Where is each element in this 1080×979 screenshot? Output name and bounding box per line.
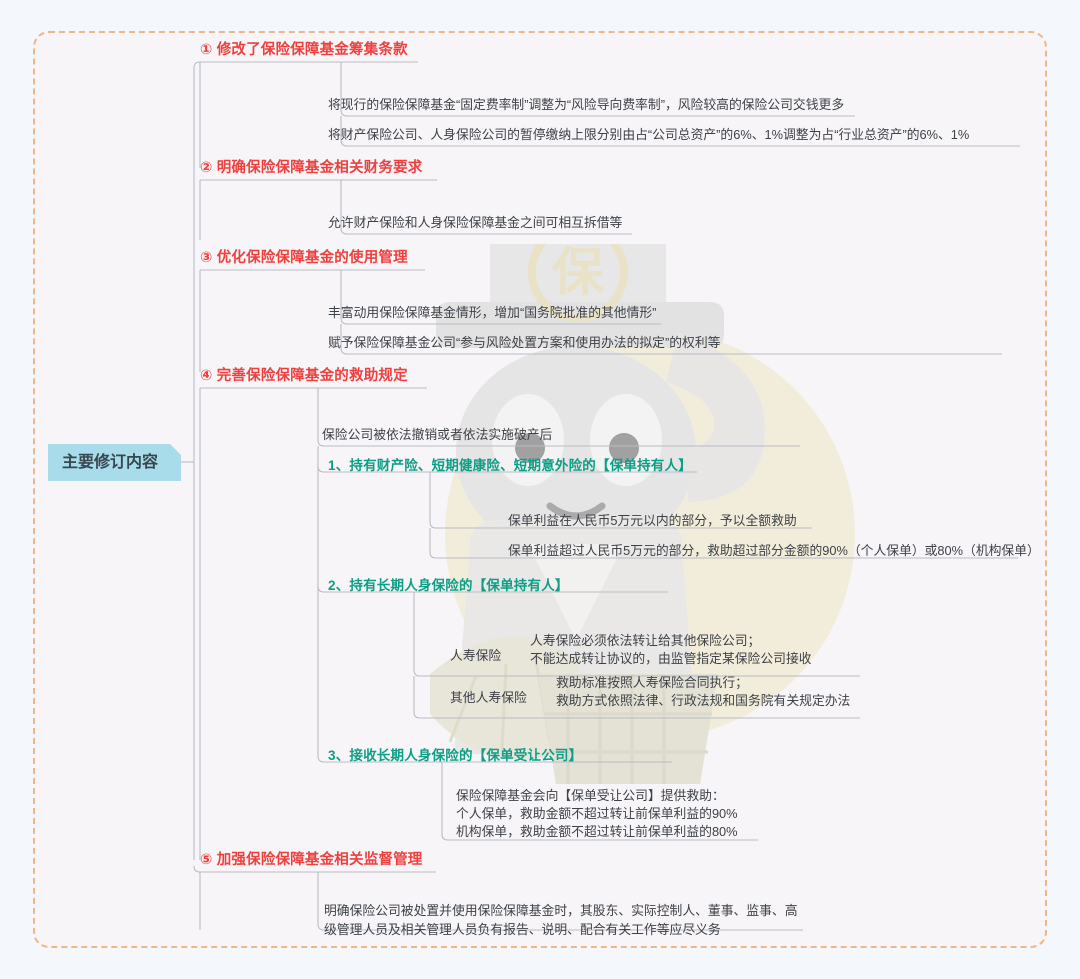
section-4-sub-heading-1[interactable]: 1、持有财产险、短期健康险、短期意外险的【保单持有人】 (328, 458, 692, 473)
section-heading-3[interactable]: ③ 优化保险保障基金的使用管理 (200, 250, 408, 266)
section-4-sub-2-row-1-line-1[interactable]: 人寿保险必须依法转让给其他保险公司； (530, 633, 761, 648)
section-4-sub-heading-2[interactable]: 2、持有长期人身保险的【保单持有人】 (328, 578, 569, 593)
section-3-leaf-1[interactable]: 丰富动用保险保障基金情形，增加“国务院批准的其他情形” (328, 305, 657, 320)
section-heading-5[interactable]: ⑤ 加强保险保障基金相关监督管理 (200, 852, 423, 868)
section-1-leaf-1[interactable]: 将现行的保险保障基金“固定费率制”调整为“风险导向费率制”，风险较高的保险公司交… (328, 97, 845, 112)
section-4-intro[interactable]: 保险公司被依法撤销或者依法实施破产后 (322, 427, 553, 442)
section-4-sub-3-line-1[interactable]: 保险保障基金会向【保单受让公司】提供救助： (456, 788, 725, 803)
section-4-sub-1-leaf-2[interactable]: 保单利益超过人民币5万元的部分，救助超过部分金额的90%（个人保单）或80%（机… (508, 543, 1040, 558)
section-4-sub-3-line-2[interactable]: 个人保单，救助金额不超过转让前保单利益的90% (456, 806, 738, 821)
section-heading-2[interactable]: ② 明确保险保障基金相关财务要求 (200, 160, 423, 176)
section-4-sub-2-row-2-line-1[interactable]: 救助标准按照人寿保险合同执行； (556, 675, 748, 690)
section-4-sub-heading-3[interactable]: 3、接收长期人身保险的【保单受让公司】 (328, 748, 583, 763)
section-heading-1[interactable]: ① 修改了保险保障基金筹集条款 (200, 42, 408, 58)
section-3-leaf-2[interactable]: 赋予保险保障基金公司“参与风险处置方案和使用办法的拟定”的权利等 (328, 335, 721, 350)
section-4-sub-2-row-1-label[interactable]: 人寿保险 (450, 648, 502, 663)
section-4-sub-1-leaf-1[interactable]: 保单利益在人民币5万元以内的部分，予以全额救助 (508, 513, 797, 528)
section-5-line-2[interactable]: 级管理人员及相关管理人员负有报告、说明、配合有关工作等应尽义务 (324, 922, 721, 937)
section-1-leaf-2[interactable]: 将财产保险公司、人身保险公司的暂停缴纳上限分别由占“公司总资产”的6%、1%调整… (328, 127, 970, 142)
section-heading-4[interactable]: ④ 完善保险保障基金的救助规定 (200, 368, 408, 384)
section-5-line-1[interactable]: 明确保险公司被处置并使用保险保障基金时，其股东、实际控制人、董事、监事、高 (324, 903, 798, 918)
section-4-sub-2-row-2-label[interactable]: 其他人寿保险 (450, 690, 527, 705)
section-4-sub-3-line-3[interactable]: 机构保单，救助金额不超过转让前保单利益的80% (456, 824, 738, 839)
section-4-sub-2-row-2-line-2[interactable]: 救助方式依照法律、行政法规和国务院有关规定办法 (556, 693, 851, 708)
section-2-leaf-1[interactable]: 允许财产保险和人身保险保障基金之间可相互拆借等 (328, 215, 623, 230)
root-label: 主要修订内容 (62, 453, 159, 471)
root-node[interactable]: 主要修订内容 (48, 444, 181, 481)
section-4-sub-2-row-1-line-2[interactable]: 不能达成转让协议的，由监管指定某保险公司接收 (530, 651, 812, 666)
